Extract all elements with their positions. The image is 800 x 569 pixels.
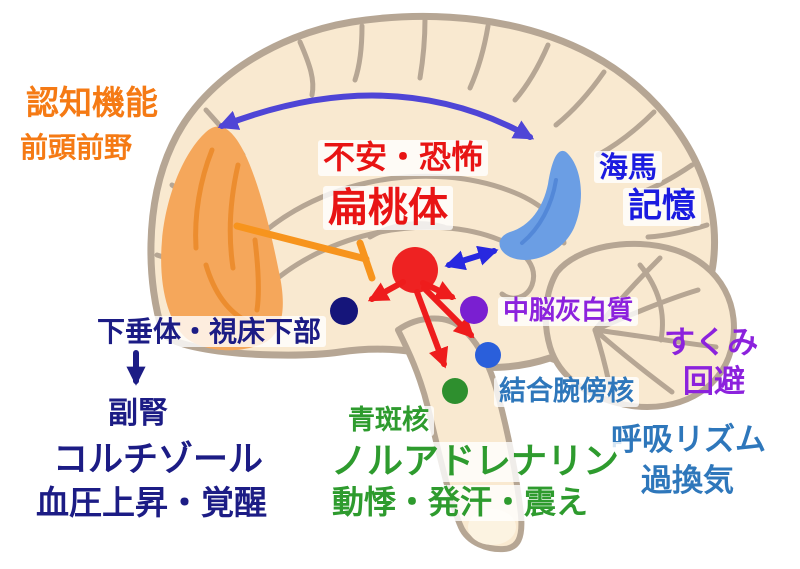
orange-inhibition-line [233, 222, 376, 282]
cerebellum-outline [542, 240, 737, 410]
prefrontal-gyri-lines [193, 147, 261, 325]
parabrachial-node [475, 342, 501, 368]
label-parabrachial-nucleus: 結合腕傍核 [494, 377, 639, 408]
label-freezing: すくみ [664, 325, 759, 361]
label-cortisol: コルチゾール [53, 440, 264, 480]
pag-node [460, 296, 488, 324]
red-arrow-to-hypothalamus [367, 279, 406, 302]
label-periaqueductal-gray: 中脳灰白質 [498, 297, 639, 327]
label-blood-pressure-arousal: 血圧上昇・覚醒 [36, 483, 267, 522]
label-palpitation-sweat-tremor: 動悸・発汗・震え [327, 485, 594, 521]
label-noradrenaline: ノルアドレナリン [326, 442, 625, 482]
red-arrow-to-locus-coeruleus [414, 289, 449, 369]
hippocampus-inner-line [520, 178, 558, 245]
blue-double-arrow [444, 245, 499, 271]
red-arrow-to-parabrachial [421, 285, 475, 339]
label-locus-coeruleus: 青斑核 [343, 406, 434, 437]
red-arrow-to-pag [420, 280, 457, 300]
label-avoidance: 回避 [683, 364, 745, 400]
hypothalamus-pituitary-node [330, 297, 358, 325]
label-amygdala: 扁桃体 [323, 186, 453, 230]
label-anxiety-fear: 不安・恐怖 [318, 140, 489, 176]
violet-curved-double-arrow [217, 92, 535, 140]
prefrontal-region [161, 126, 283, 351]
label-breathing-rhythm: 呼吸リズム [611, 422, 766, 458]
label-cognitive-function: 認知機能 [26, 83, 158, 122]
hippocampus-region [499, 150, 581, 260]
label-pituitary-hypothalamus: 下垂体・視床下部 [92, 316, 327, 348]
locus-coeruleus-node [442, 378, 468, 404]
red-arrows [367, 279, 475, 369]
label-hippocampus: 海馬 [594, 151, 663, 184]
label-memory: 記憶 [623, 188, 701, 226]
label-adrenal-gland: 副腎 [108, 396, 168, 431]
label-hyperventilation: 過換気 [641, 463, 734, 499]
label-prefrontal-cortex: 前頭前野 [20, 131, 133, 164]
